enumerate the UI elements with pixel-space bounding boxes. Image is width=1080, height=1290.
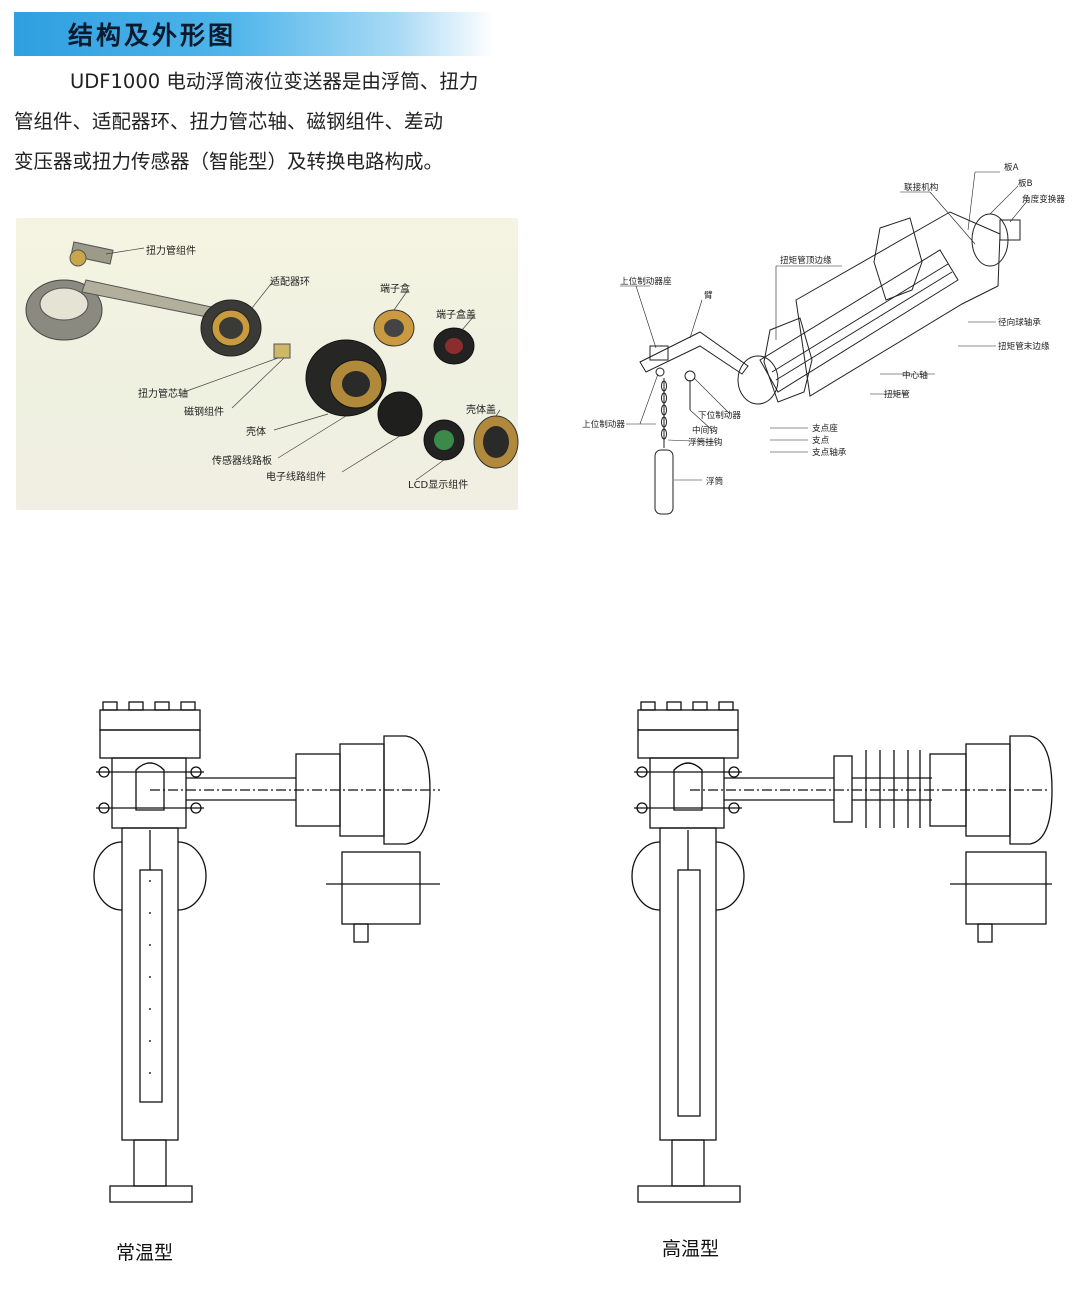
mech-label-center-shaft: 中心轴 [902,369,928,381]
normal-temp-drawing [93,701,440,1203]
label-electronic-circuit-assembly: 电子线路组件 [266,472,326,483]
label-torque-tube-assembly: 扭力管组件 [146,246,196,257]
intro-line-3: 变压器或扭力传感器（智能型）及转换电路构成。 [14,150,444,173]
label-torque-tube-core-shaft: 扭力管芯轴 [138,389,188,400]
section-banner: 结构及外形图 [14,12,494,56]
label-magnet-assembly: 磁钢组件 [184,407,224,418]
high-temp-caption: 高温型 [662,1238,720,1260]
label-lcd-display-assembly: LCD显示组件 [408,480,469,491]
label-terminal-box-cover: 端子盒盖 [436,310,476,321]
mech-label-pivot-bearing: 支点轴承 [812,446,847,458]
mech-label-torque-tube-top-flange: 扭矩管顶边缘 [780,254,832,266]
mech-label-lower-stopper: 下位制动器 [698,409,741,421]
exploded-view-photo: 扭力管组件 适配器环 端子盒 端子盒盖 扭力管芯轴 磁钢组件 壳体 壳体盖 传感… [16,218,519,510]
normal-temp-caption: 常温型 [116,1242,174,1264]
label-sensor-circuit-board: 传感器线路板 [212,456,272,467]
label-housing-cover: 壳体盖 [466,405,496,416]
high-temp-drawing [631,701,1053,1203]
intro-line-1: UDF1000 电动浮筒液位变送器是由浮筒、扭力 [70,70,479,93]
intro-line-2: 管组件、适配器环、扭力管芯轴、磁钢组件、差动 [14,110,444,133]
label-terminal-box: 端子盒 [380,284,410,295]
mech-label-torque-tube: 扭矩管 [884,388,910,400]
mech-label-upper-stopper-seat: 上位制动器座 [620,275,672,287]
mech-label-float-hook: 浮筒挂钩 [688,436,722,448]
mech-label-arm: 臂 [704,289,713,301]
mech-label-pivot-seat: 支点座 [812,422,838,434]
label-adapter-ring: 适配器环 [270,277,310,288]
mech-label-linkage: 联接机构 [904,181,939,193]
mech-label-upper-stopper: 上位制动器 [582,418,625,430]
mech-label-torque-tube-end-flange: 扭矩管末边缘 [998,340,1050,352]
mech-label-float: 浮筒 [706,475,724,487]
mech-label-plate-a: 板A [1004,161,1019,173]
mech-label-plate-b: 板B [1018,177,1033,189]
intro-paragraph: UDF1000 电动浮筒液位变送器是由浮筒、扭力 管组件、适配器环、扭力管芯轴、… [14,62,534,182]
label-housing: 壳体 [246,427,266,438]
mech-label-pivot: 支点 [812,434,830,446]
mech-label-radial-ball-bearing: 径向球轴承 [998,316,1041,328]
mechanism-diagram: 板A 板B 联接机构 角度变换器 扭矩管顶边缘 上位制动器座 臂 径向球轴承 扭… [582,161,1065,515]
mech-label-angle-converter: 角度变换器 [1022,193,1065,205]
section-title: 结构及外形图 [68,21,237,50]
mech-label-middle-hook: 中间钩 [692,424,718,436]
exploded-view-illustration [25,241,519,481]
